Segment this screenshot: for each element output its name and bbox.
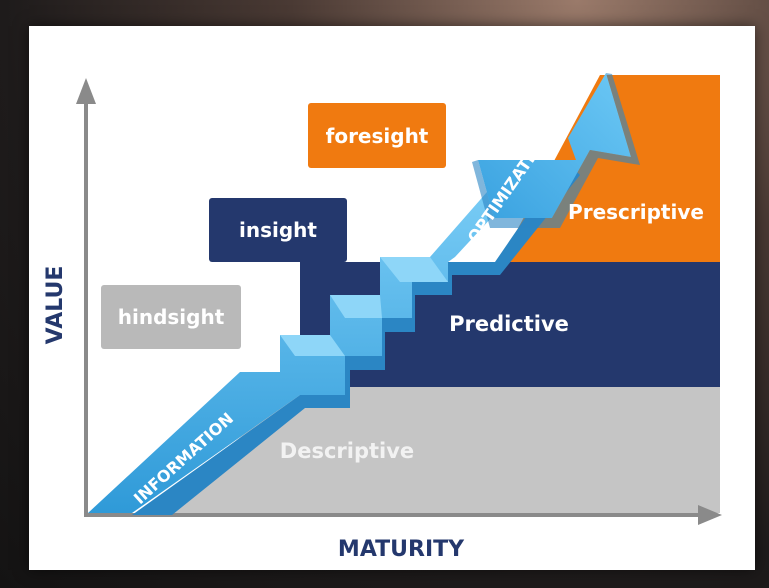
descriptive-region	[88, 387, 720, 513]
foresight-label: foresight	[326, 124, 429, 148]
descriptive-label: Descriptive	[280, 439, 414, 463]
hindsight-box	[101, 285, 241, 349]
maturity-stair-arrow	[88, 73, 640, 515]
y-axis-arrowhead	[76, 78, 96, 104]
hindsight-label: hindsight	[118, 305, 225, 329]
insight-box	[209, 198, 347, 262]
x-axis-title: MATURITY	[338, 537, 465, 562]
x-axis-arrowhead	[698, 505, 722, 525]
prescriptive-label: Prescriptive	[568, 200, 704, 224]
insight-label: insight	[239, 218, 317, 242]
y-axis-title: VALUE	[43, 266, 68, 345]
predictive-label: Predictive	[449, 312, 569, 336]
foresight-box	[308, 103, 446, 168]
